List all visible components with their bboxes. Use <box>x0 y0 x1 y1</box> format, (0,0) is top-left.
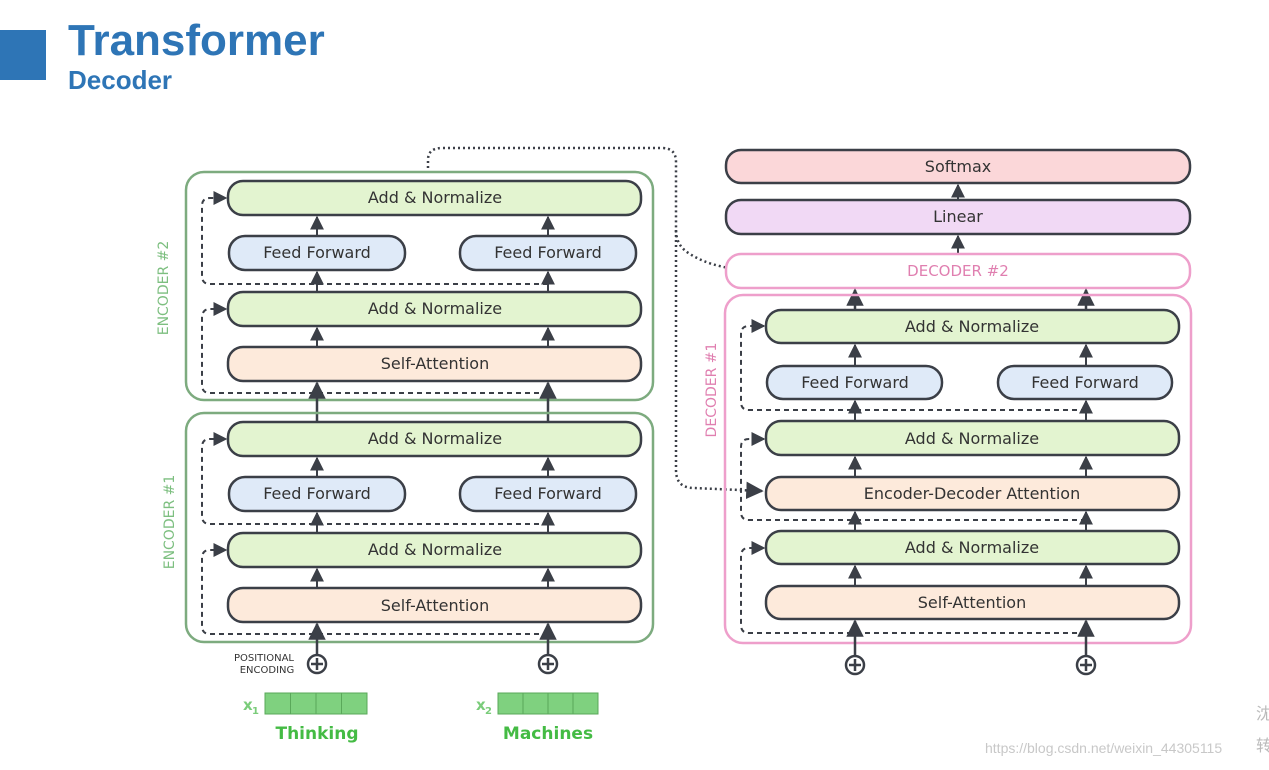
decoder-output-layers: Softmax Linear <box>724 148 1192 254</box>
encoder-1-label: ENCODER #1 <box>162 475 178 570</box>
svg-text:Feed Forward: Feed Forward <box>801 373 909 392</box>
svg-text:Add & Normalize: Add & Normalize <box>905 317 1039 336</box>
decoder-2-label: DECODER #2 <box>907 262 1009 280</box>
decoder-2: DECODER #2 <box>724 252 1192 290</box>
encoder-decoder-attention-box: Encoder-Decoder Attention <box>764 475 1181 512</box>
feed-forward-box: Feed Forward <box>458 475 638 513</box>
input-word: Thinking <box>275 724 358 744</box>
encoder-inputs: POSITIONAL ENCODING x 1 Thinking x <box>234 622 599 744</box>
add-normalize-box: Add & Normalize <box>226 179 643 217</box>
add-normalize-box: Add & Normalize <box>764 419 1181 457</box>
positional-encoding-label: ENCODING <box>240 665 295 676</box>
svg-text:Add & Normalize: Add & Normalize <box>368 299 502 318</box>
decoder-1: DECODER #1 Add & Normalize Feed Forward … <box>704 293 1193 645</box>
svg-text:Linear: Linear <box>933 207 983 226</box>
svg-text:1: 1 <box>252 706 259 717</box>
self-attention-box: Self-Attention <box>226 345 643 383</box>
add-normalize-box: Add & Normalize <box>226 290 643 328</box>
decoder-1-residuals <box>740 319 1086 634</box>
feed-forward-box: Feed Forward <box>765 364 944 401</box>
encoder-1-arrows <box>310 456 555 588</box>
feed-forward-box: Feed Forward <box>227 475 407 513</box>
add-icon <box>844 654 866 676</box>
softmax-box: Softmax <box>724 148 1192 185</box>
encoder-2-frame <box>184 170 655 402</box>
feed-forward-box: Feed Forward <box>996 364 1174 401</box>
svg-text:Self-Attention: Self-Attention <box>918 593 1026 612</box>
input-word: Machines <box>503 724 593 744</box>
svg-text:x: x <box>243 696 253 714</box>
add-icon <box>306 653 328 675</box>
svg-text:Add & Normalize: Add & Normalize <box>368 188 502 207</box>
encoder-2-label: ENCODER #2 <box>156 241 172 336</box>
add-normalize-box: Add & Normalize <box>226 420 643 458</box>
decoder-1-frame <box>723 293 1193 645</box>
svg-text:Feed Forward: Feed Forward <box>263 484 371 503</box>
side-glyph: 沈 <box>1256 704 1269 723</box>
add-icon <box>1075 654 1097 676</box>
decoder-1-to-2-arrows <box>846 288 1095 309</box>
linear-box: Linear <box>724 198 1192 236</box>
svg-text:Add & Normalize: Add & Normalize <box>905 538 1039 557</box>
decoder-inputs <box>844 619 1097 676</box>
svg-text:Encoder-Decoder Attention: Encoder-Decoder Attention <box>864 484 1080 503</box>
svg-text:Self-Attention: Self-Attention <box>381 596 489 615</box>
add-icon <box>537 653 559 675</box>
decoder-1-label: DECODER #1 <box>704 343 720 438</box>
encoder-output-connectors <box>426 146 764 500</box>
svg-text:2: 2 <box>485 706 492 717</box>
svg-text:Feed Forward: Feed Forward <box>494 484 602 503</box>
svg-text:Feed Forward: Feed Forward <box>263 243 371 262</box>
page-title: Transformer <box>68 16 325 65</box>
feed-forward-box: Feed Forward <box>227 234 407 272</box>
svg-text:Feed Forward: Feed Forward <box>494 243 602 262</box>
self-attention-box: Self-Attention <box>764 584 1181 621</box>
add-normalize-box: Add & Normalize <box>226 531 643 569</box>
svg-text:Add & Normalize: Add & Normalize <box>368 429 502 448</box>
encoder-1-frame <box>184 411 655 644</box>
encoder-2: ENCODER #2 Add & Normalize Feed Forward … <box>156 170 655 402</box>
add-normalize-box: Add & Normalize <box>764 308 1181 345</box>
positional-encoding-label: POSITIONAL <box>234 653 294 664</box>
watermark-url: https://blog.csdn.net/weixin_44305115 <box>985 740 1223 756</box>
encoder-2-arrows <box>310 215 555 347</box>
input-embedding-x2: x 2 Machines <box>476 692 599 744</box>
self-attention-box: Self-Attention <box>226 586 643 624</box>
encoder-1: ENCODER #1 Add & Normalize Feed Forward … <box>162 411 655 644</box>
side-glyph: 转 <box>1256 736 1269 755</box>
svg-text:Self-Attention: Self-Attention <box>381 354 489 373</box>
svg-text:Add & Normalize: Add & Normalize <box>905 429 1039 448</box>
decoder-1-arrows <box>848 343 1093 586</box>
page-subtitle: Decoder <box>68 65 173 95</box>
svg-text:Feed Forward: Feed Forward <box>1031 373 1139 392</box>
slide-marker <box>0 30 46 80</box>
decoder-2-frame <box>724 252 1192 290</box>
add-normalize-box: Add & Normalize <box>764 529 1181 566</box>
svg-text:Add & Normalize: Add & Normalize <box>368 540 502 559</box>
input-embedding-x1: x 1 Thinking <box>243 692 368 744</box>
svg-text:Softmax: Softmax <box>925 157 991 176</box>
svg-text:x: x <box>476 696 486 714</box>
encoder-1-to-2-arrows <box>308 381 557 422</box>
feed-forward-box: Feed Forward <box>458 234 638 272</box>
